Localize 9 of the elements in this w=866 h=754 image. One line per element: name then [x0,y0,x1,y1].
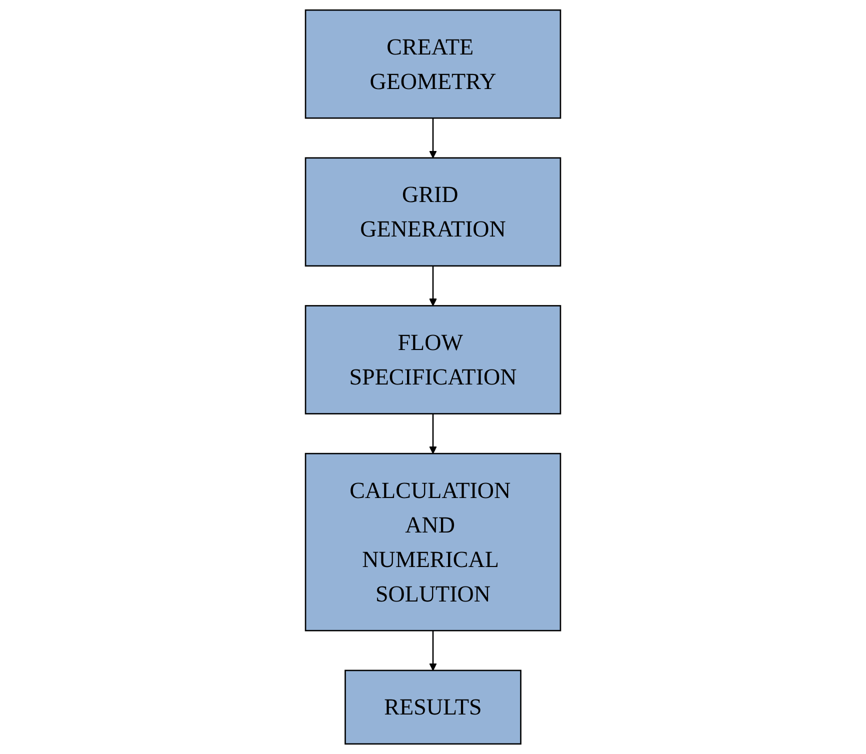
node-box: CALCULATION AND NUMERICAL SOLUTION [304,452,562,632]
arrow [429,118,437,158]
node-box: RESULTS [344,670,522,745]
node-box: FLOW SPECIFICATION [304,305,562,414]
node-box: GRID GENERATION [304,157,562,267]
arrow [429,414,437,454]
arrow [429,630,437,671]
arrow [429,266,437,306]
node-box: CREATE GEOMETRY [304,9,562,119]
